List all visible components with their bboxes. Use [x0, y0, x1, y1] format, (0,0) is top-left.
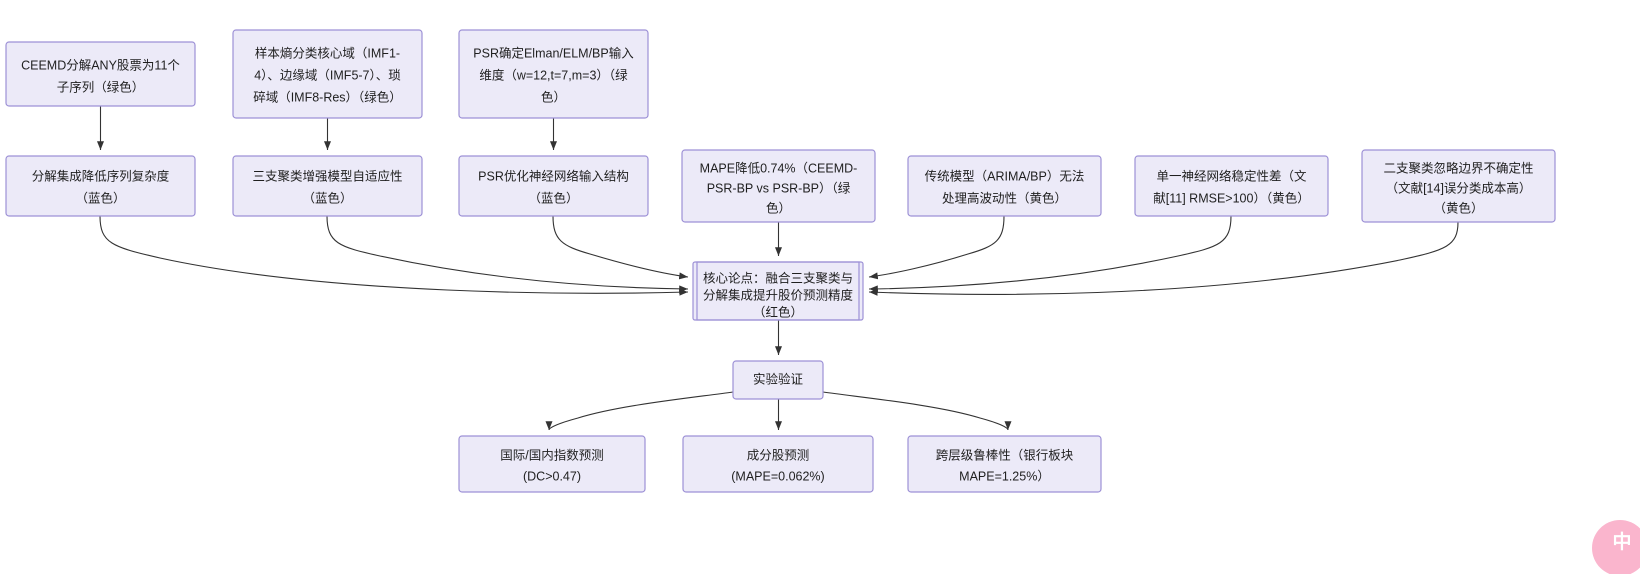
edge-layer: [96, 106, 1459, 431]
node-core-line-1: 分解集成提升股价预测精度: [703, 287, 854, 302]
node-b2[interactable]: 成分股预测 (MAPE=0.062%): [682, 435, 874, 493]
node-m2[interactable]: 三支聚类增强模型自适应性 （蓝色）: [232, 155, 423, 217]
node-m4[interactable]: MAPE降低0.74%（CEEMD- PSR-BP vs PSR-BP）（绿 色…: [681, 149, 876, 223]
node-b2-line-1: (MAPE=0.062%): [731, 469, 824, 483]
node-m5-line-0: 传统模型（ARIMA/BP）无法: [925, 168, 1085, 183]
watermark: 中: [1592, 520, 1640, 574]
node-b3-line-1: MAPE=1.25%）: [959, 469, 1050, 483]
node-m3[interactable]: PSR优化神经网络输入结构 （蓝色）: [458, 155, 649, 217]
edge-m2-core: [326, 215, 689, 293]
edge-m7-core: [868, 221, 1459, 296]
node-m5-line-1: 处理高波动性（黄色）: [942, 190, 1067, 205]
node-m6[interactable]: 单一神经网络稳定性差（文 献[11] RMSE>100）（黄色）: [1134, 155, 1329, 217]
node-t1-line-0: CEEMD分解ANY股票为11个: [21, 58, 180, 72]
node-core-line-2: （红色）: [753, 304, 803, 319]
node-m2-line-0: 三支聚类增强模型自适应性: [252, 168, 402, 183]
node-t1-line-1: 子序列（绿色）: [57, 79, 145, 94]
edge-m6-core: [868, 215, 1232, 293]
node-m3-line-0: PSR优化神经网络输入结构: [478, 168, 629, 183]
edge-m3-core: [552, 215, 689, 280]
node-t3[interactable]: PSR确定Elman/ELM/BP输入 维度（w=12,t=7,m=3）（绿 色…: [458, 29, 649, 119]
edge-verify-b3: [822, 391, 1012, 431]
node-m7-line-0: 二支聚类忽略边界不确定性: [1383, 160, 1533, 175]
node-t2-line-0: 样本熵分类核心域（IMF1-: [255, 45, 400, 60]
node-m3-line-1: （蓝色）: [528, 190, 578, 205]
node-m7-line-1: （文献[14]误分类成本高）: [1386, 180, 1532, 195]
node-t3-line-1: 维度（w=12,t=7,m=3）（绿: [479, 67, 628, 82]
node-b1-line-0: 国际/国内指数预测: [500, 447, 603, 462]
edge-verify-b1: [545, 391, 734, 431]
node-m2-line-1: （蓝色）: [302, 190, 352, 205]
node-m5[interactable]: 传统模型（ARIMA/BP）无法 处理高波动性（黄色）: [907, 155, 1102, 217]
node-m4-line-0: MAPE降低0.74%（CEEMD-: [700, 161, 858, 175]
watermark-glyph: 中: [1612, 530, 1631, 553]
node-core-line-0: 核心论点：融合三支聚类与: [703, 270, 853, 285]
node-m1[interactable]: 分解集成降低序列复杂度 （蓝色）: [5, 155, 196, 217]
node-verify-line-0: 实验验证: [753, 371, 804, 386]
node-b1[interactable]: 国际/国内指数预测 (DC>0.47): [458, 435, 646, 493]
node-verify[interactable]: 实验验证: [732, 360, 824, 400]
node-t2-line-2: 碎域（IMF8-Res）（绿色）: [253, 89, 402, 104]
node-b1-line-1: (DC>0.47): [523, 469, 581, 483]
node-m7[interactable]: 二支聚类忽略边界不确定性 （文献[14]误分类成本高） （黄色）: [1361, 149, 1556, 223]
node-t1[interactable]: CEEMD分解ANY股票为11个 子序列（绿色）: [5, 41, 196, 107]
node-b3[interactable]: 跨层级鲁棒性（银行板块 MAPE=1.25%）: [907, 435, 1102, 493]
node-core[interactable]: 核心论点：融合三支聚类与 分解集成提升股价预测精度 （红色）: [692, 261, 864, 321]
node-m6-line-1: 献[11] RMSE>100）（黄色）: [1153, 190, 1309, 205]
node-m7-line-2: （黄色）: [1433, 200, 1483, 215]
node-b3-line-0: 跨层级鲁棒性（银行板块: [936, 448, 1074, 462]
node-b2-line-0: 成分股预测: [747, 448, 810, 462]
node-m6-line-0: 单一神经网络稳定性差（文: [1156, 168, 1307, 183]
edge-m1-core: [99, 215, 689, 296]
node-m1-line-0: 分解集成降低序列复杂度: [32, 168, 170, 183]
node-t2[interactable]: 样本熵分类核心域（IMF1- 4）、边缘域（IMF5-7）、琐 碎域（IMF8-…: [232, 29, 423, 119]
node-m4-line-1: PSR-BP vs PSR-BP）（绿: [707, 180, 851, 195]
node-t3-line-0: PSR确定Elman/ELM/BP输入: [473, 45, 634, 60]
edge-m5-core: [868, 215, 1005, 280]
node-t3-line-2: 色）: [541, 89, 566, 104]
node-m4-line-2: 色）: [766, 200, 791, 215]
node-m1-line-1: （蓝色）: [75, 190, 125, 205]
node-t2-line-1: 4）、边缘域（IMF5-7）、琐: [254, 67, 401, 82]
